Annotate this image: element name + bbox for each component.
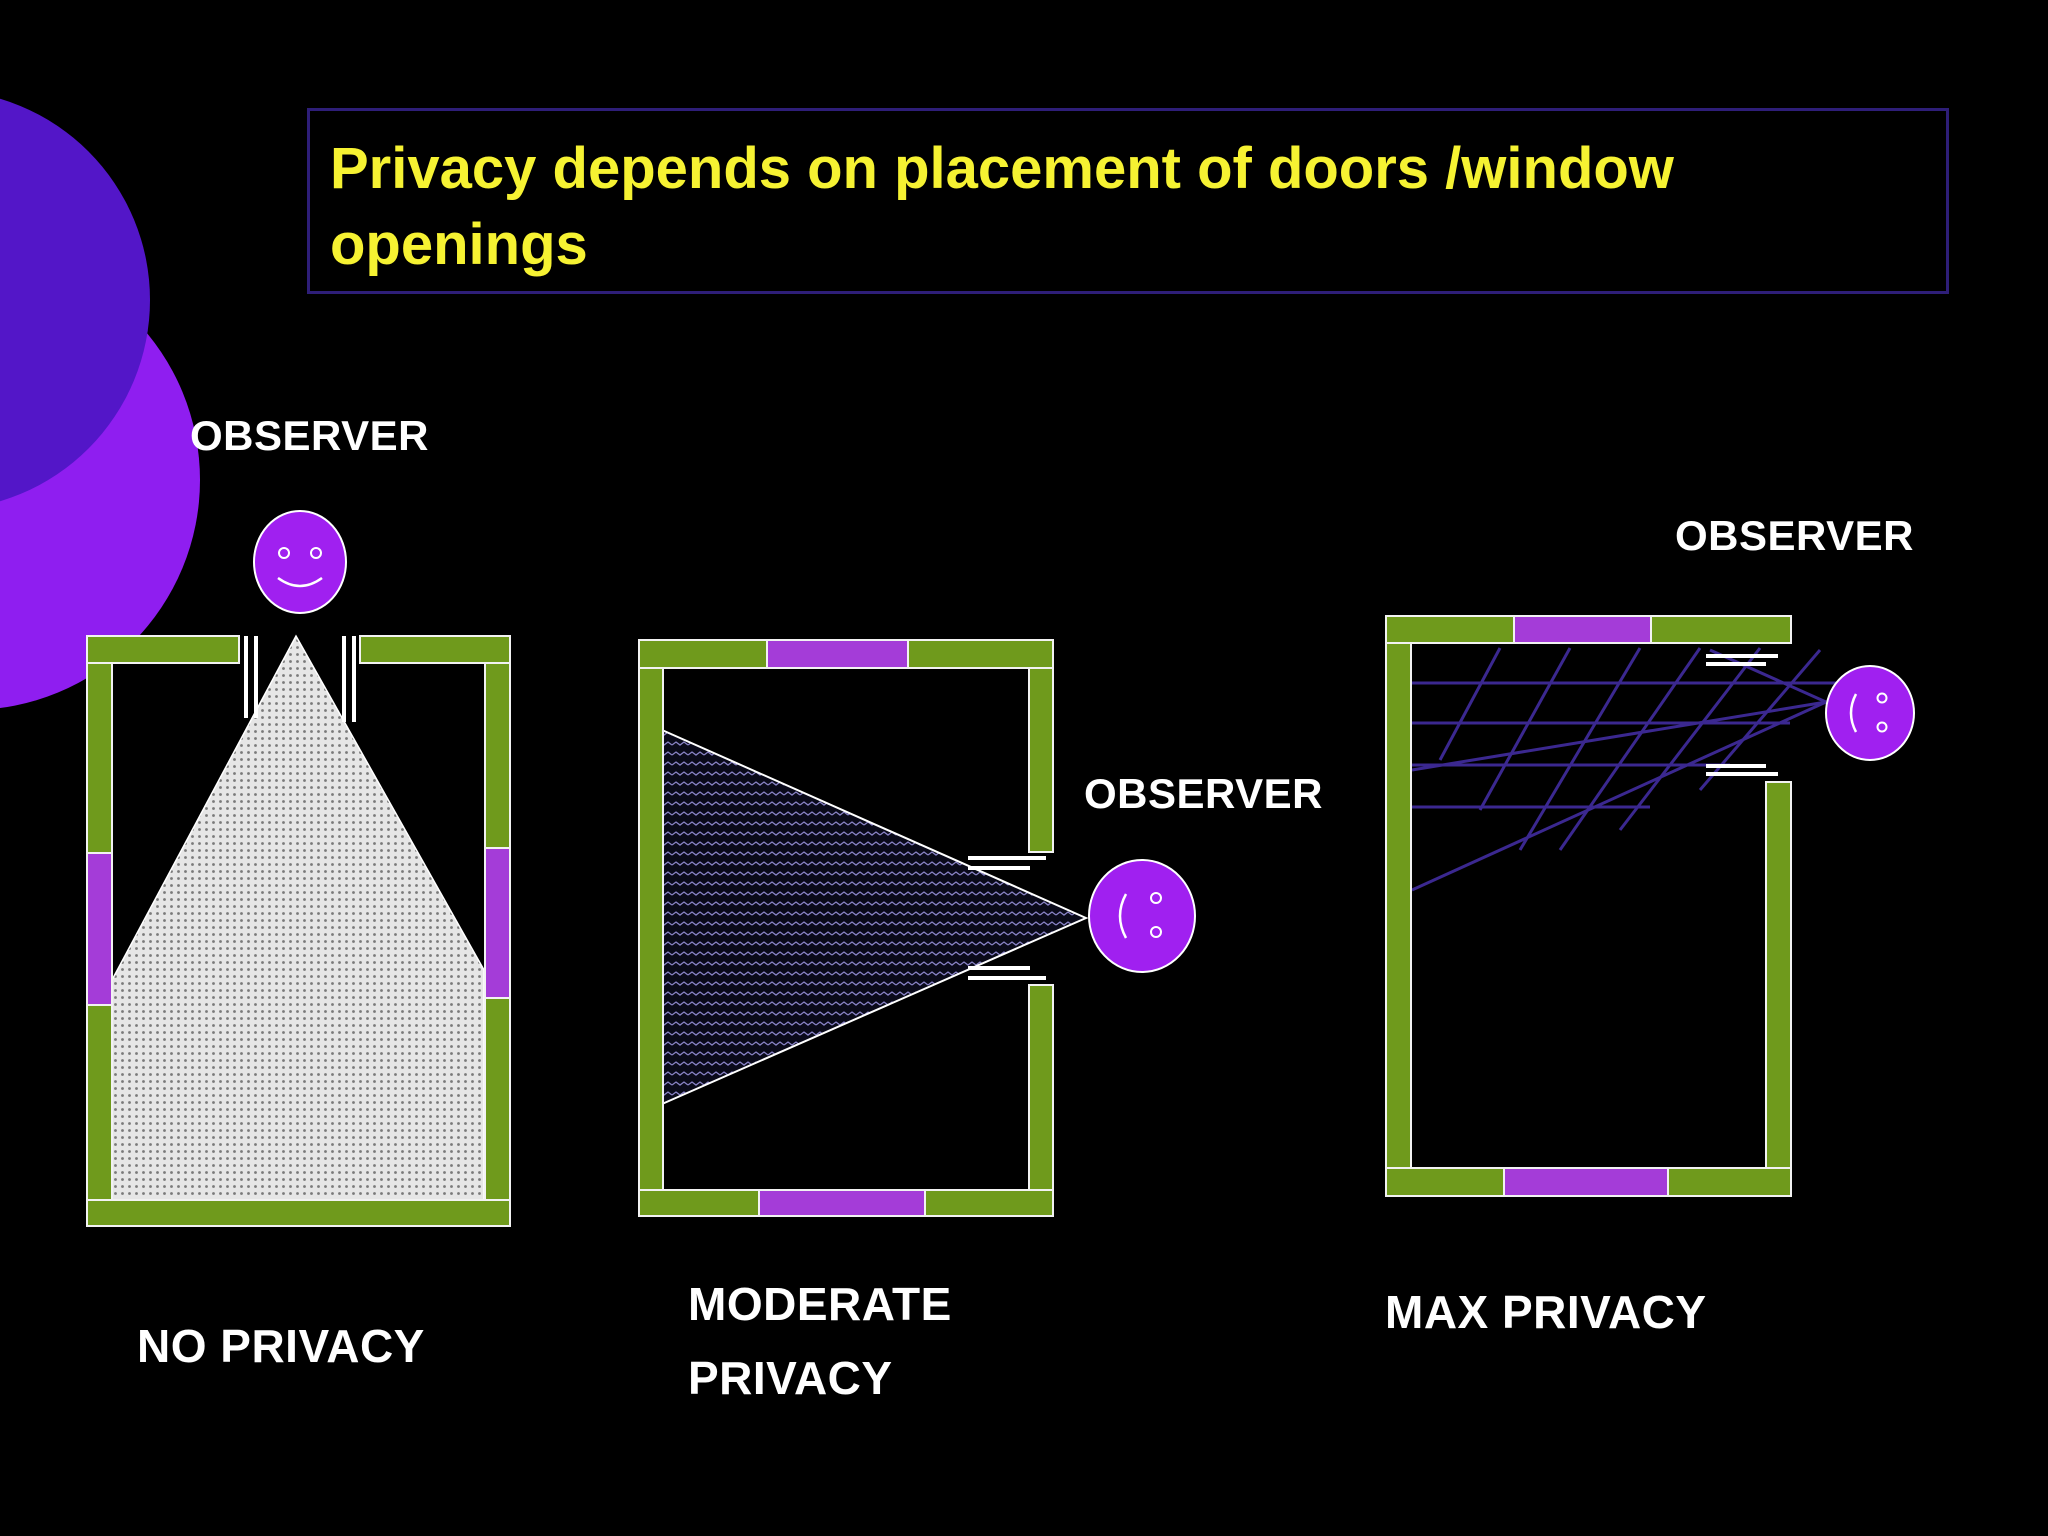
wall-left [1385, 642, 1412, 1169]
wall-left-upper [86, 662, 113, 854]
caption-moderate-line1: MODERATE [688, 1278, 952, 1330]
window-left [86, 852, 113, 1006]
wall-left [638, 667, 664, 1191]
caption-max-privacy: MAX PRIVACY [1385, 1286, 1707, 1338]
caption-no-privacy: NO PRIVACY [137, 1320, 425, 1372]
wall-right-lower [1028, 984, 1054, 1191]
wall-top-right [907, 639, 1054, 669]
room-walls [638, 639, 1054, 1217]
window-bottom [758, 1189, 926, 1217]
observer-label-moderate: OBSERVER [1084, 770, 1323, 817]
wall-left-lower [86, 1004, 113, 1201]
max-privacy-room [1385, 615, 1915, 1197]
room-windows [1503, 615, 1669, 1197]
observer-face-icon [1825, 665, 1915, 761]
window-right [484, 847, 511, 999]
decorative-circles [0, 98, 200, 708]
door-opening-top [244, 636, 356, 722]
view-cone-moderate [661, 728, 1089, 1106]
decor-circle-inner [0, 98, 150, 502]
room-windows [86, 847, 511, 1006]
wall-top-right [1650, 615, 1792, 644]
window-bottom [1503, 1167, 1669, 1197]
wall-bottom [86, 1199, 511, 1227]
door-opening-right [968, 856, 1046, 980]
caption-moderate-line2: PRIVACY [688, 1352, 893, 1404]
wall-right-upper [1028, 667, 1054, 853]
moderate-privacy-room [638, 639, 1196, 1217]
room-windows [758, 639, 926, 1217]
wall-bottom-right [924, 1189, 1054, 1217]
wall-bottom-left [638, 1189, 760, 1217]
wall-right-lower [484, 997, 511, 1201]
no-privacy-room [86, 510, 511, 1227]
wall-top-left [86, 635, 240, 664]
window-top [766, 639, 909, 669]
observer-label-max-privacy: OBSERVER [1675, 512, 1914, 559]
observer-face-icon [253, 510, 347, 614]
wall-right-upper [484, 662, 511, 849]
wall-top-left [1385, 615, 1515, 644]
wall-bottom-right [1667, 1167, 1792, 1197]
wall-right-lower [1765, 781, 1792, 1169]
wall-bottom-left [1385, 1167, 1505, 1197]
view-cone-no-privacy [111, 634, 485, 1201]
slide-title: Privacy depends on placement of doors /w… [330, 136, 1674, 277]
wall-top-right [359, 635, 511, 664]
observer-face-icon [1088, 859, 1196, 973]
title-box: Privacy depends on placement of doors /w… [307, 108, 1949, 294]
sight-lines [1411, 647, 1840, 892]
room-walls [86, 635, 511, 1227]
room-walls [1385, 615, 1792, 1197]
window-top [1513, 615, 1652, 644]
wall-top-left [638, 639, 768, 669]
observer-label-no-privacy: OBSERVER [190, 412, 429, 459]
door-opening-right [1706, 654, 1778, 776]
